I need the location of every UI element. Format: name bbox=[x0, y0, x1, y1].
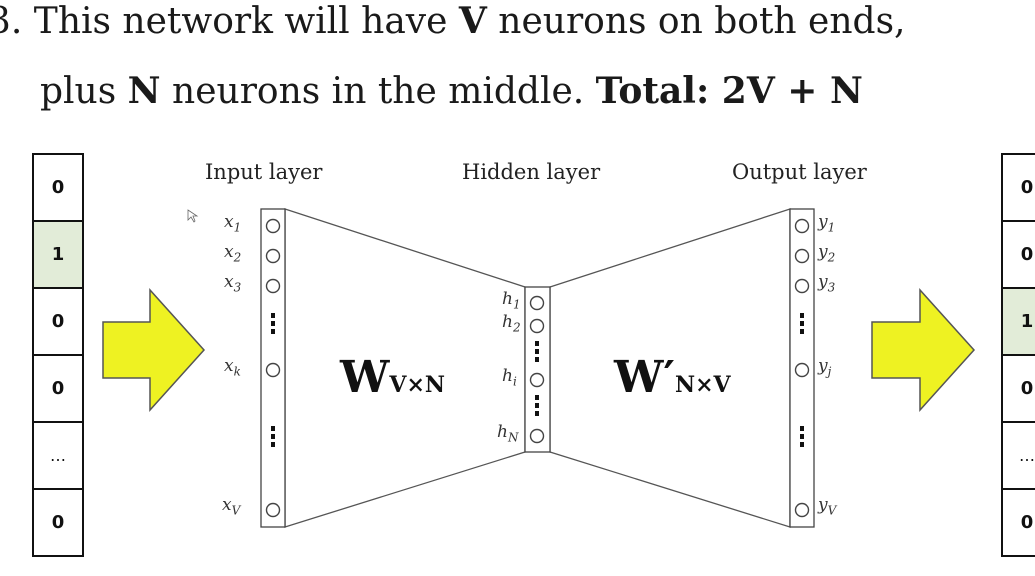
slide-text-line-2: plus N neurons in the middle. Total: 2V … bbox=[40, 70, 863, 112]
input-neuron-label: x1 bbox=[224, 212, 242, 235]
input-ellipsis-dots bbox=[271, 313, 275, 447]
right-arrow-icon bbox=[871, 288, 976, 412]
output-neuron-label: y3 bbox=[818, 272, 836, 295]
vector-cell-ellipsis: … bbox=[34, 423, 82, 490]
hidden-neuron-label: hi bbox=[502, 366, 517, 389]
hidden-layer-title: Hidden layer bbox=[462, 160, 601, 184]
vector-cell: 0 bbox=[34, 490, 82, 557]
output-ellipsis-dots bbox=[800, 313, 804, 447]
output-layer-box bbox=[789, 208, 815, 528]
vector-cell-highlighted: 1 bbox=[1003, 289, 1035, 356]
output-layer-title: Output layer bbox=[732, 160, 867, 184]
vector-cell-highlighted: 1 bbox=[34, 222, 82, 289]
hidden-neuron-label: h2 bbox=[502, 312, 521, 335]
input-one-hot-vector: 0 1 0 0 … 0 bbox=[32, 153, 84, 557]
hidden-neuron-label: hN bbox=[497, 422, 519, 445]
hidden-layer-box bbox=[524, 286, 551, 453]
output-neuron-label: y2 bbox=[818, 242, 836, 265]
input-neuron-label: xk bbox=[224, 356, 241, 379]
input-neuron-label: x2 bbox=[224, 242, 242, 265]
output-neuron-label: y1 bbox=[818, 212, 836, 235]
mouse-cursor-icon bbox=[187, 209, 199, 223]
weight-matrix-output-label: W′N×V bbox=[614, 352, 731, 403]
weight-matrix-input-label: WV×N bbox=[340, 352, 446, 403]
vector-cell: 0 bbox=[1003, 490, 1035, 557]
vector-cell: 0 bbox=[1003, 222, 1035, 289]
hidden-neurons bbox=[529, 295, 545, 444]
input-layer-box bbox=[260, 208, 286, 528]
vector-cell: 0 bbox=[1003, 356, 1035, 423]
output-neuron-label: yj bbox=[818, 356, 832, 379]
hidden-ellipsis-dots bbox=[535, 341, 539, 416]
output-neurons bbox=[794, 218, 810, 518]
output-neuron-label: yV bbox=[818, 495, 837, 518]
input-neuron-label: x3 bbox=[224, 272, 242, 295]
hidden-neuron-label: h1 bbox=[502, 289, 521, 312]
vector-cell: 0 bbox=[34, 155, 82, 222]
vector-cell: 0 bbox=[1003, 155, 1035, 222]
list-number: 3. bbox=[0, 1, 23, 42]
input-neuron-label: xV bbox=[222, 495, 241, 518]
input-neurons bbox=[265, 218, 281, 518]
vector-cell: 0 bbox=[34, 356, 82, 423]
right-arrow-icon bbox=[102, 288, 206, 412]
input-layer-title: Input layer bbox=[205, 160, 323, 184]
vector-cell-ellipsis: … bbox=[1003, 423, 1035, 490]
slide-text-line-1: 3. This network will have V neurons on b… bbox=[0, 0, 906, 42]
vector-cell: 0 bbox=[34, 289, 82, 356]
output-one-hot-vector: 0 0 1 0 … 0 bbox=[1001, 153, 1035, 557]
